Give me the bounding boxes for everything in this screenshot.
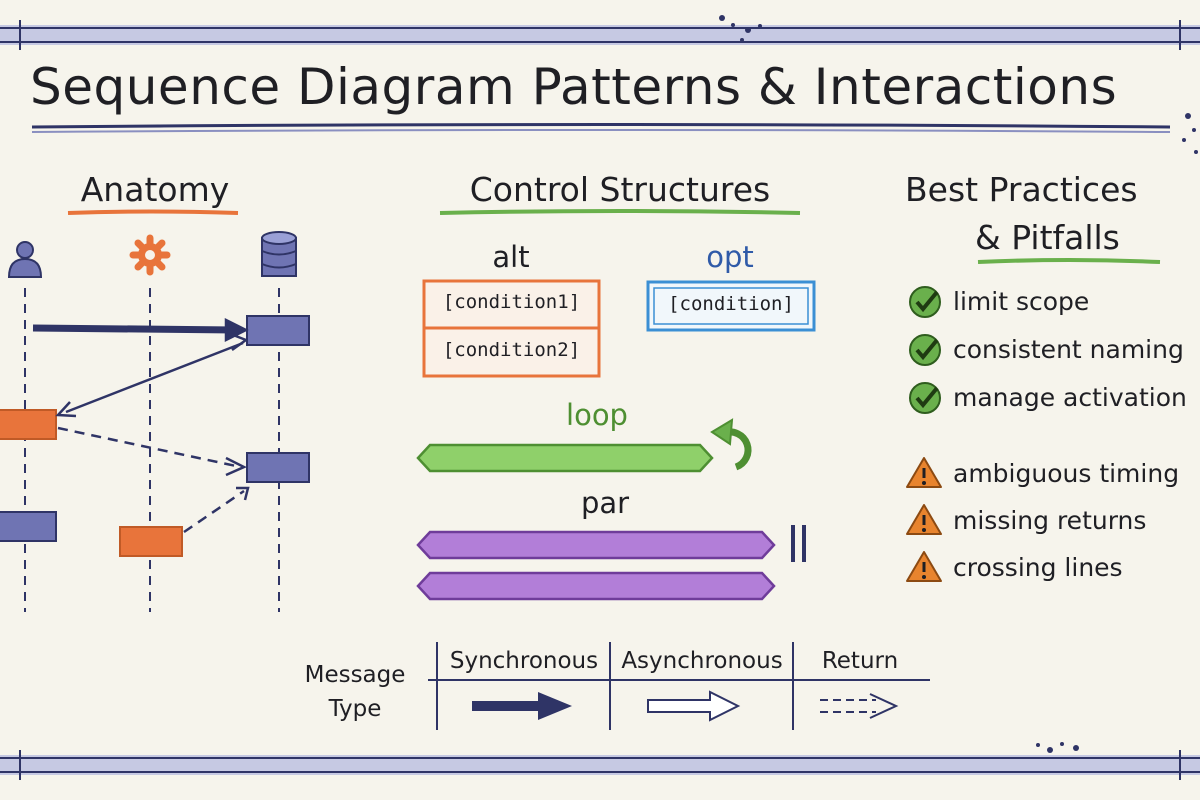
database-icon — [261, 231, 297, 277]
control-underline — [439, 209, 801, 215]
gear-icon — [129, 234, 171, 276]
alt-label: alt — [492, 240, 530, 274]
return-arrow — [820, 693, 899, 719]
pitfall-2: missing returns — [953, 506, 1147, 535]
async-arrow — [647, 690, 741, 722]
bottom-border — [0, 750, 1200, 780]
best-underline — [977, 258, 1161, 264]
par-label: par — [580, 486, 630, 520]
par-bars — [416, 530, 776, 601]
section-control-structures: Control Structures — [469, 170, 771, 209]
anatomy-underline — [67, 209, 239, 215]
pitfall-1: ambiguous timing — [953, 459, 1180, 488]
check-icons — [909, 286, 941, 414]
section-pitfalls: & Pitfalls — [975, 218, 1120, 257]
opt-frame — [646, 280, 816, 332]
top-border — [0, 20, 1200, 50]
column-synchronous: Synchronous — [449, 648, 599, 674]
column-asynchronous: Asynchronous — [621, 648, 783, 674]
title-underline — [31, 123, 1171, 129]
best-practice-3: manage activation — [953, 383, 1187, 412]
alt-condition-2: [condition2] — [442, 339, 581, 361]
user-icon — [7, 241, 43, 278]
activation-bars — [0, 315, 310, 557]
best-practice-2: consistent naming — [953, 335, 1184, 364]
ink-dots — [719, 15, 1198, 753]
loop-arrow-icon — [710, 418, 752, 471]
message-type-grid — [428, 642, 930, 730]
loop-label: loop — [566, 398, 628, 432]
parallel-icon — [791, 525, 806, 562]
column-return: Return — [821, 648, 899, 674]
message-type-label-1: Message — [304, 662, 406, 688]
opt-label: opt — [706, 240, 754, 274]
sync-arrow — [472, 692, 572, 720]
anatomy-messages — [32, 317, 250, 534]
best-practice-1: limit scope — [953, 287, 1090, 316]
lifelines — [24, 288, 280, 612]
loop-bar — [416, 443, 714, 473]
section-best-practices: Best Practices — [905, 170, 1138, 209]
alt-condition-1: [condition1] — [442, 291, 581, 313]
warning-icons — [906, 457, 942, 582]
alt-frame — [422, 279, 601, 378]
opt-condition: [condition] — [668, 293, 794, 315]
message-type-label-2: Type — [328, 696, 382, 722]
pitfall-3: crossing lines — [953, 553, 1123, 582]
section-anatomy: Anatomy — [80, 170, 230, 209]
page-title: Sequence Diagram Patterns & Interactions — [30, 58, 1118, 116]
